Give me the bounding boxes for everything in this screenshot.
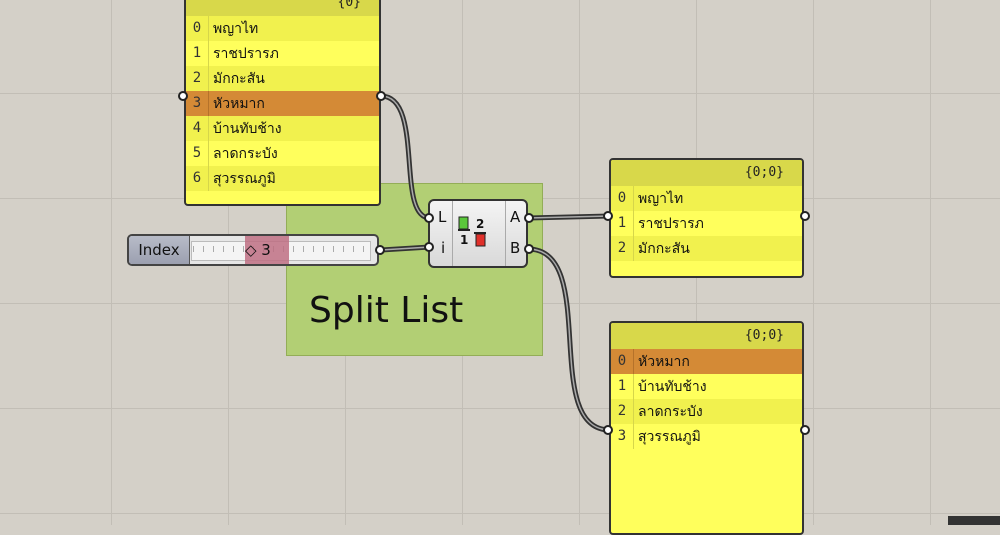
output-B-label: B: [510, 239, 521, 257]
input-L-port[interactable]: [424, 213, 434, 223]
panel-header: {0;0}: [611, 323, 802, 349]
output-b-panel-output-port[interactable]: [800, 425, 810, 435]
output-a-panel-output-port[interactable]: [800, 211, 810, 221]
input-panel-output-port[interactable]: [376, 91, 386, 101]
output-B-port[interactable]: [524, 244, 534, 254]
slider-value: ◇ 3: [245, 241, 271, 259]
panel-header: {0;0}: [611, 160, 802, 186]
output-b-panel-input-port[interactable]: [603, 425, 613, 435]
index-slider[interactable]: Index ◇ 3: [127, 234, 379, 266]
split-list-component[interactable]: L i A B 2 1: [428, 199, 528, 268]
canvas-corner-widget[interactable]: [948, 516, 1000, 525]
input-panel-input-port[interactable]: [178, 91, 188, 101]
group-title: Split List: [309, 290, 464, 331]
output-A-label: A: [510, 208, 521, 226]
slider-label: Index: [129, 236, 190, 264]
panel-header: {0}: [186, 0, 379, 16]
input-L-label: L: [438, 208, 447, 226]
svg-text:1: 1: [460, 233, 468, 247]
output-A-port[interactable]: [524, 213, 534, 223]
input-i-port[interactable]: [424, 242, 434, 252]
slider-knob[interactable]: ◇ 3: [245, 236, 289, 264]
slider-output-port[interactable]: [375, 245, 385, 255]
wire-list-to-L: [378, 93, 433, 221]
input-i-label: i: [441, 239, 446, 257]
output-a-panel-input-port[interactable]: [603, 211, 613, 221]
split-list-icon: 2 1: [458, 216, 486, 247]
svg-text:2: 2: [476, 217, 484, 231]
